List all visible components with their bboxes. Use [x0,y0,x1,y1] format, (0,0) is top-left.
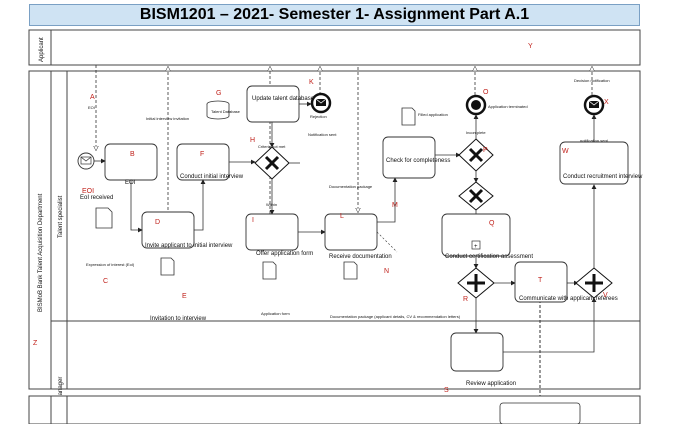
svg-text:Conduct recruitment interview: Conduct recruitment interview [563,174,643,180]
application-terminated-end-event [465,94,487,116]
svg-text:Rejection: Rejection [310,114,327,119]
rejection-end-event [310,92,332,114]
letter-l: L [340,213,344,220]
letter-a: A [90,94,95,101]
department-pool-label: BISMoB Bank Talent Acquisition Departmen… [38,193,44,312]
letter-h: H [250,137,255,144]
svg-text:Notification sent: Notification sent [308,132,337,137]
svg-text:Conduct initial interview: Conduct initial interview [180,174,244,180]
letter-p: P [483,147,488,154]
update-database-task [246,85,300,123]
eoi-received-start-event [77,152,95,170]
svg-text:Within: Within [266,202,277,207]
letter-w: W [562,148,569,155]
svg-text:EOI: EOI [88,105,95,110]
letter-z: Z [33,340,38,347]
letter-t: T [538,277,543,284]
completeness-gateway [458,138,494,172]
check-completeness-task [382,136,436,179]
documentation-package-icon [343,261,358,280]
filled-application-icon [401,107,416,126]
letter-s: S [444,387,449,394]
svg-text:Application terminated: Application terminated [488,104,528,109]
review-application-task [450,332,504,372]
letter-b: B [130,151,135,158]
letter-x: X [604,99,609,106]
letter-i: I [252,217,254,224]
communicate-referees-task [514,261,568,303]
receive-documentation-task [324,213,378,251]
letter-f: F [200,151,204,158]
eoi-document-icon [95,207,113,229]
talent-database-icon: Talent Database [206,100,241,120]
svg-text:Communicate with applicant ref: Communicate with applicant referees [519,296,618,302]
letter-n: N [384,268,389,275]
svg-text:Invite applicant to initial in: Invite applicant to initial interview [145,243,233,249]
letter-k: K [309,79,314,86]
svg-text:Expression of interest (EoI): Expression of interest (EoI) [86,262,135,267]
svg-text:+: + [474,244,478,250]
letter-g: G [216,90,221,97]
letter-r: R [463,296,468,303]
svg-text:EOI: EOI [125,180,136,186]
letter-d: D [155,219,160,226]
svg-text:Receive documentation: Receive documentation [329,254,392,260]
svg-text:Documentation package (applica: Documentation package (applicant details… [330,314,461,319]
eoi-received-label: EoI received [80,195,113,201]
talent-specialist-lane: Talent specialist [58,195,64,238]
svg-text:Application form: Application form [261,311,290,316]
svg-text:Initial interview invitation: Initial interview invitation [146,116,189,121]
svg-text:Decision notification: Decision notification [574,78,610,83]
letter-q: Q [489,220,495,227]
svg-text:Review application: Review application [466,381,516,387]
svg-text:Conduct certification assessme: Conduct certification assessment [445,254,533,260]
applicant-pool [28,29,641,66]
letter-eoi: EOI [82,188,94,195]
svg-text:Documentation package: Documentation package [329,184,373,189]
svg-text:Update talent database: Update talent database [252,96,315,102]
svg-text:Filled application: Filled application [418,112,448,117]
parallel-gateway-split [457,267,495,299]
letter-c: C [103,278,108,285]
invitation-document-icon [160,257,175,276]
svg-text:Check for completeness: Check for completeness [386,158,450,164]
svg-text:Invitation to interview: Invitation to interview [150,316,207,322]
letter-e: E [182,293,187,300]
letter-o: O [483,89,489,96]
svg-text:Talent Database: Talent Database [211,109,241,114]
letter-v: V [603,292,608,299]
application-form-icon [262,261,277,280]
applicant-pool-label: Applicant [39,37,45,62]
decision-end-event [583,94,605,116]
diagram-title: BISM1201 – 2021- Semester 1- Assignment … [29,4,640,26]
letter-y: Y [528,43,533,50]
eoi-task [104,143,158,181]
svg-text:Offer application form: Offer application form [256,251,313,257]
